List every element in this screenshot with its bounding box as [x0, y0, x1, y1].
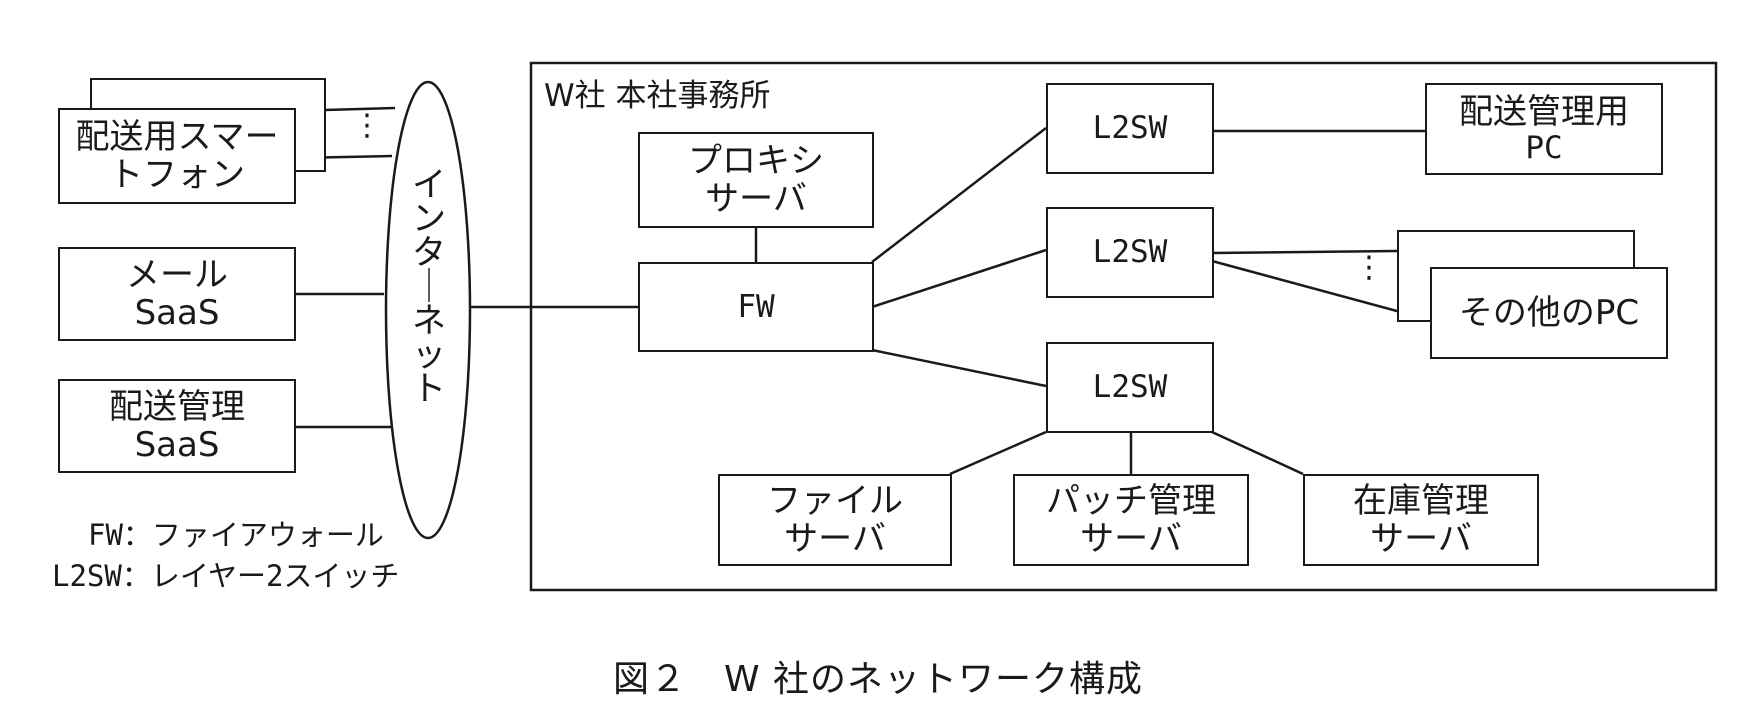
smartphone-box: 配送用スマー トフォン — [58, 108, 296, 204]
proxy-server-box: プロキシ サーバ — [638, 132, 874, 228]
patch-server-label-line2: サーバ — [1080, 519, 1182, 559]
l2sw-top-box: L2SW — [1046, 83, 1214, 174]
legend-fw: FW：ファイアウォール — [88, 518, 384, 552]
file-server-box: ファイル サーバ — [718, 474, 952, 566]
internet-label-char: イ — [412, 165, 446, 205]
l2sw-bottom-box: L2SW — [1046, 342, 1214, 433]
smartphone-more-dots: ⋮ — [352, 108, 382, 143]
internet-label-char: ッ — [412, 335, 446, 375]
link-smartphone-back-internet — [324, 106, 396, 112]
delivery-pc-label-line2: PC — [1525, 129, 1563, 166]
link-l2sw-file-server — [949, 430, 1047, 476]
office-boundary — [529, 61, 1718, 592]
internet-label-char: ネ — [412, 301, 446, 341]
link-l2sw-inventory-server — [1211, 430, 1304, 476]
l2sw-bottom-label: L2SW — [1092, 369, 1168, 406]
delivery-saas-box: 配送管理 SaaS — [58, 379, 296, 473]
inventory-server-box: 在庫管理 サーバ — [1303, 474, 1539, 566]
delivery-pc-label-line1: 配送管理用 — [1459, 91, 1629, 132]
internet-label-char: ト — [412, 369, 446, 409]
smartphone-label-line1: 配送用スマー — [75, 116, 279, 157]
patch-server-label-line1: パッチ管理 — [1046, 480, 1216, 521]
internet-label: インタ｜ネット — [409, 168, 449, 406]
internet-label-char: タ — [412, 233, 446, 273]
link-l2sw-other-pc — [1211, 259, 1431, 322]
internet-ellipse — [384, 80, 472, 540]
internet-label-char: ｜ — [412, 267, 446, 307]
proxy-server-label-line1: プロキシ — [688, 140, 824, 181]
delivery-pc-box: 配送管理用 PC — [1425, 83, 1663, 175]
other-pc-box: その他のPC — [1430, 267, 1668, 359]
delivery-saas-label-line2: SaaS — [134, 425, 220, 465]
figure-caption: 図２ W 社のネットワーク構成 — [612, 659, 1144, 700]
mail-saas-box: メール SaaS — [58, 247, 296, 341]
fw-box: FW — [638, 262, 874, 352]
l2sw-mid-box: L2SW — [1046, 207, 1214, 298]
internet-label-char: ン — [412, 199, 446, 239]
link-fw-l2sw-top — [871, 127, 1047, 263]
office-title: W社 本社事務所 — [544, 78, 771, 114]
l2sw-top-label: L2SW — [1092, 110, 1168, 147]
mail-saas-label-line2: SaaS — [134, 293, 220, 333]
legend-l2sw: L2SW：レイヤー2スイッチ — [52, 559, 400, 593]
link-l2sw-other-pc-back — [1211, 249, 1398, 255]
file-server-label-line2: サーバ — [784, 519, 886, 559]
inventory-server-label-line1: 在庫管理 — [1353, 480, 1489, 521]
proxy-server-label-line2: サーバ — [705, 179, 807, 219]
link-fw-l2sw-bottom — [871, 348, 1047, 388]
mail-saas-label-line1: メール — [126, 254, 228, 295]
delivery-saas-label-line1: 配送管理 — [109, 386, 245, 427]
file-server-label-line1: ファイル — [767, 480, 903, 521]
patch-server-box: パッチ管理 サーバ — [1013, 474, 1249, 566]
l2sw-mid-label: L2SW — [1092, 234, 1168, 271]
other-pc-label: その他のPC — [1458, 292, 1640, 333]
other-pc-more-dots: ⋮ — [1354, 250, 1384, 285]
fw-label: FW — [737, 288, 775, 325]
inventory-server-label-line2: サーバ — [1370, 519, 1472, 559]
link-fw-l2sw-mid — [871, 248, 1047, 309]
smartphone-label-line2: トフォン — [109, 155, 245, 195]
